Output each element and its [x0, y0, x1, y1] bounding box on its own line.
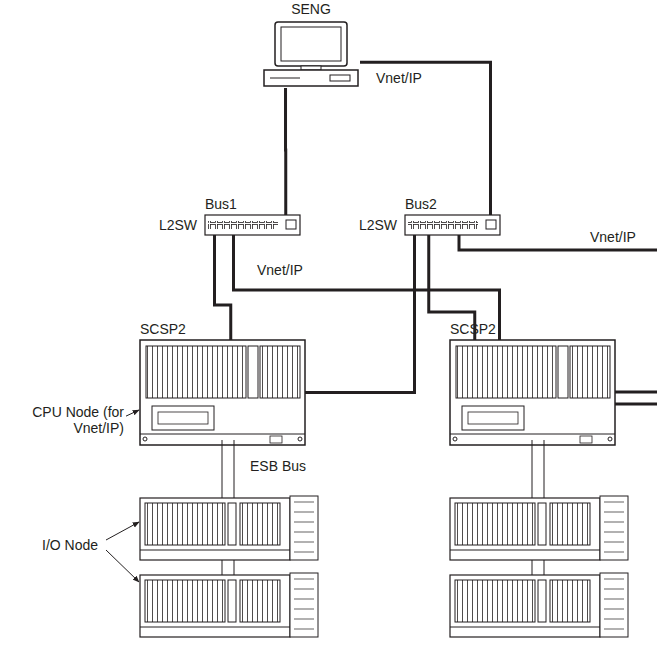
network-cable — [284, 88, 287, 215]
node-title: Bus1 — [205, 196, 237, 212]
network-cable — [360, 62, 491, 215]
node-title: SCSP2 — [140, 321, 186, 337]
workstation: SENG — [262, 20, 360, 88]
network-cable — [305, 235, 415, 393]
cpu-node: SCSP2 — [140, 340, 305, 445]
node-title: SENG — [291, 1, 331, 17]
node-type: L2SW — [359, 217, 397, 233]
network-cable — [215, 235, 231, 340]
network-label: Vnet/IP — [588, 229, 638, 245]
edge-label: Vnet/IP — [374, 70, 424, 86]
node-type: L2SW — [159, 217, 197, 233]
node-callout: CPU Node (for Vnet/IP) — [30, 404, 126, 436]
node-title: SCSP2 — [450, 321, 496, 337]
edge-label: Vnet/IP — [255, 262, 305, 278]
node-callout: I/O Node — [40, 537, 100, 553]
cpu-node: SCSP2 — [450, 340, 615, 445]
switch: Bus2L2SW — [405, 215, 500, 235]
switch: Bus1L2SW — [205, 215, 300, 235]
bus-label: ESB Bus — [248, 458, 308, 474]
node-title: Bus2 — [405, 196, 437, 212]
network-cable — [234, 235, 500, 340]
